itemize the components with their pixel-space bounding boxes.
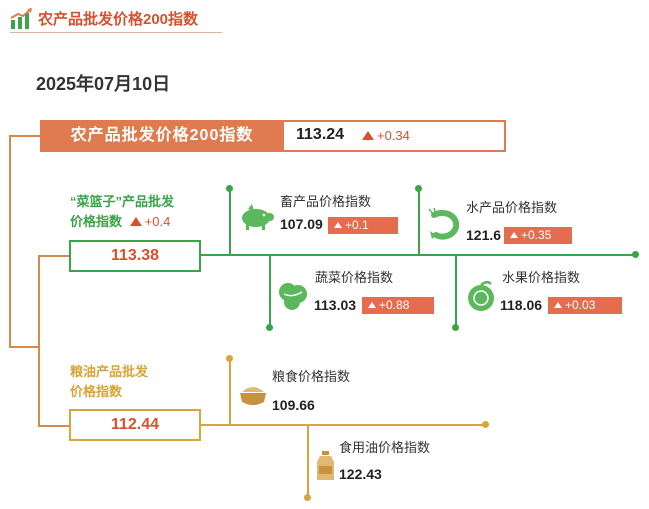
grain-axis-end [482, 421, 489, 428]
up-triangle-icon [362, 131, 374, 140]
up-triangle-icon [554, 302, 562, 308]
vegetable-value: 113.03 [314, 297, 357, 313]
oil-value: 122.43 [339, 466, 382, 482]
basket-connector [38, 255, 40, 347]
fruit-value: 118.06 [500, 297, 543, 313]
stem-vegetable [269, 254, 271, 328]
livestock-change: +0.1 [345, 218, 369, 232]
grain-sub-value: 109.66 [272, 397, 315, 413]
aquatic-change: +0.35 [521, 228, 552, 242]
grain-connector-tip [38, 425, 70, 427]
livestock-change-badge: +0.1 [328, 217, 398, 234]
grain-connector [38, 346, 40, 426]
main-change-text: +0.34 [377, 128, 410, 143]
vegetable-change-badge: +0.88 [362, 297, 434, 314]
grain-bowl-icon [240, 387, 266, 405]
shrimp-icon [428, 207, 460, 240]
aquatic-value: 121.6 [466, 227, 502, 243]
basket-axis [201, 254, 635, 256]
up-triangle-icon [129, 217, 142, 226]
stem-fruit [455, 254, 457, 328]
up-triangle-icon [334, 222, 342, 228]
tree-mid-branch [9, 346, 40, 348]
basket-axis-end [632, 251, 639, 258]
main-index-label: 农产品批发价格200指数 [40, 120, 284, 152]
basket-title: “菜篮子”产品批发 价格指数 +0.4 [70, 192, 174, 232]
tree-top-branch [9, 135, 40, 137]
stem-oil-dot [304, 494, 311, 501]
grain-title: 粮油产品批发 价格指数 [70, 362, 148, 402]
vegetable-title: 蔬菜价格指数 [315, 270, 394, 285]
basket-value-box: 113.38 [69, 240, 201, 272]
vegetable-change: +0.88 [379, 298, 410, 312]
fruit-icon [468, 281, 494, 311]
header-title: 农产品批发价格200指数 [38, 11, 199, 28]
grain-value-box: 112.44 [69, 409, 201, 441]
stem-grain [229, 358, 231, 424]
fruit-title: 水果价格指数 [502, 270, 581, 285]
main-index-value: 113.24 [296, 126, 345, 143]
basket-title-line2-row: 价格指数 +0.4 [70, 212, 174, 232]
oil-title: 食用油价格指数 [339, 440, 431, 455]
basket-connector-tip [38, 255, 70, 257]
up-triangle-icon [510, 232, 518, 238]
fruit-change: +0.03 [565, 298, 596, 312]
aquatic-change-badge: +0.35 [504, 227, 572, 244]
basket-value: 113.38 [110, 247, 160, 264]
livestock-title: 畜产品价格指数 [280, 194, 372, 209]
grain-axis [201, 424, 485, 426]
rising-bar-chart-icon [10, 8, 32, 29]
stem-aquatic-dot [415, 185, 422, 192]
grain-sub-title: 粮食价格指数 [272, 369, 351, 384]
basket-change-text: +0.4 [144, 214, 171, 229]
basket-change: +0.4 [129, 214, 171, 229]
oil-bottle-icon [317, 451, 334, 480]
aquatic-title: 水产品价格指数 [466, 200, 558, 215]
pig-icon [242, 204, 274, 230]
basket-title-line1: “菜篮子”产品批发 [70, 194, 175, 209]
basket-title-line2: 价格指数 [70, 214, 123, 229]
report-date: 2025年07月10日 [36, 74, 171, 94]
header-underline [10, 32, 222, 33]
stem-livestock [229, 188, 231, 254]
grain-title-line1: 粮油产品批发 [70, 364, 149, 379]
stem-livestock-dot [226, 185, 233, 192]
grain-title-line2: 价格指数 [70, 384, 123, 399]
stem-grain-dot [226, 355, 233, 362]
stem-aquatic [418, 188, 420, 254]
grain-value: 112.44 [110, 416, 160, 433]
stem-vegetable-dot [266, 324, 273, 331]
up-triangle-icon [368, 302, 376, 308]
tree-trunk [9, 135, 11, 347]
fruit-change-badge: +0.03 [548, 297, 622, 314]
main-index-change: +0.34 [362, 128, 410, 143]
vegetable-icon [279, 283, 307, 310]
livestock-value: 107.09 [280, 216, 323, 232]
stem-oil [307, 424, 309, 498]
stem-fruit-dot [452, 324, 459, 331]
